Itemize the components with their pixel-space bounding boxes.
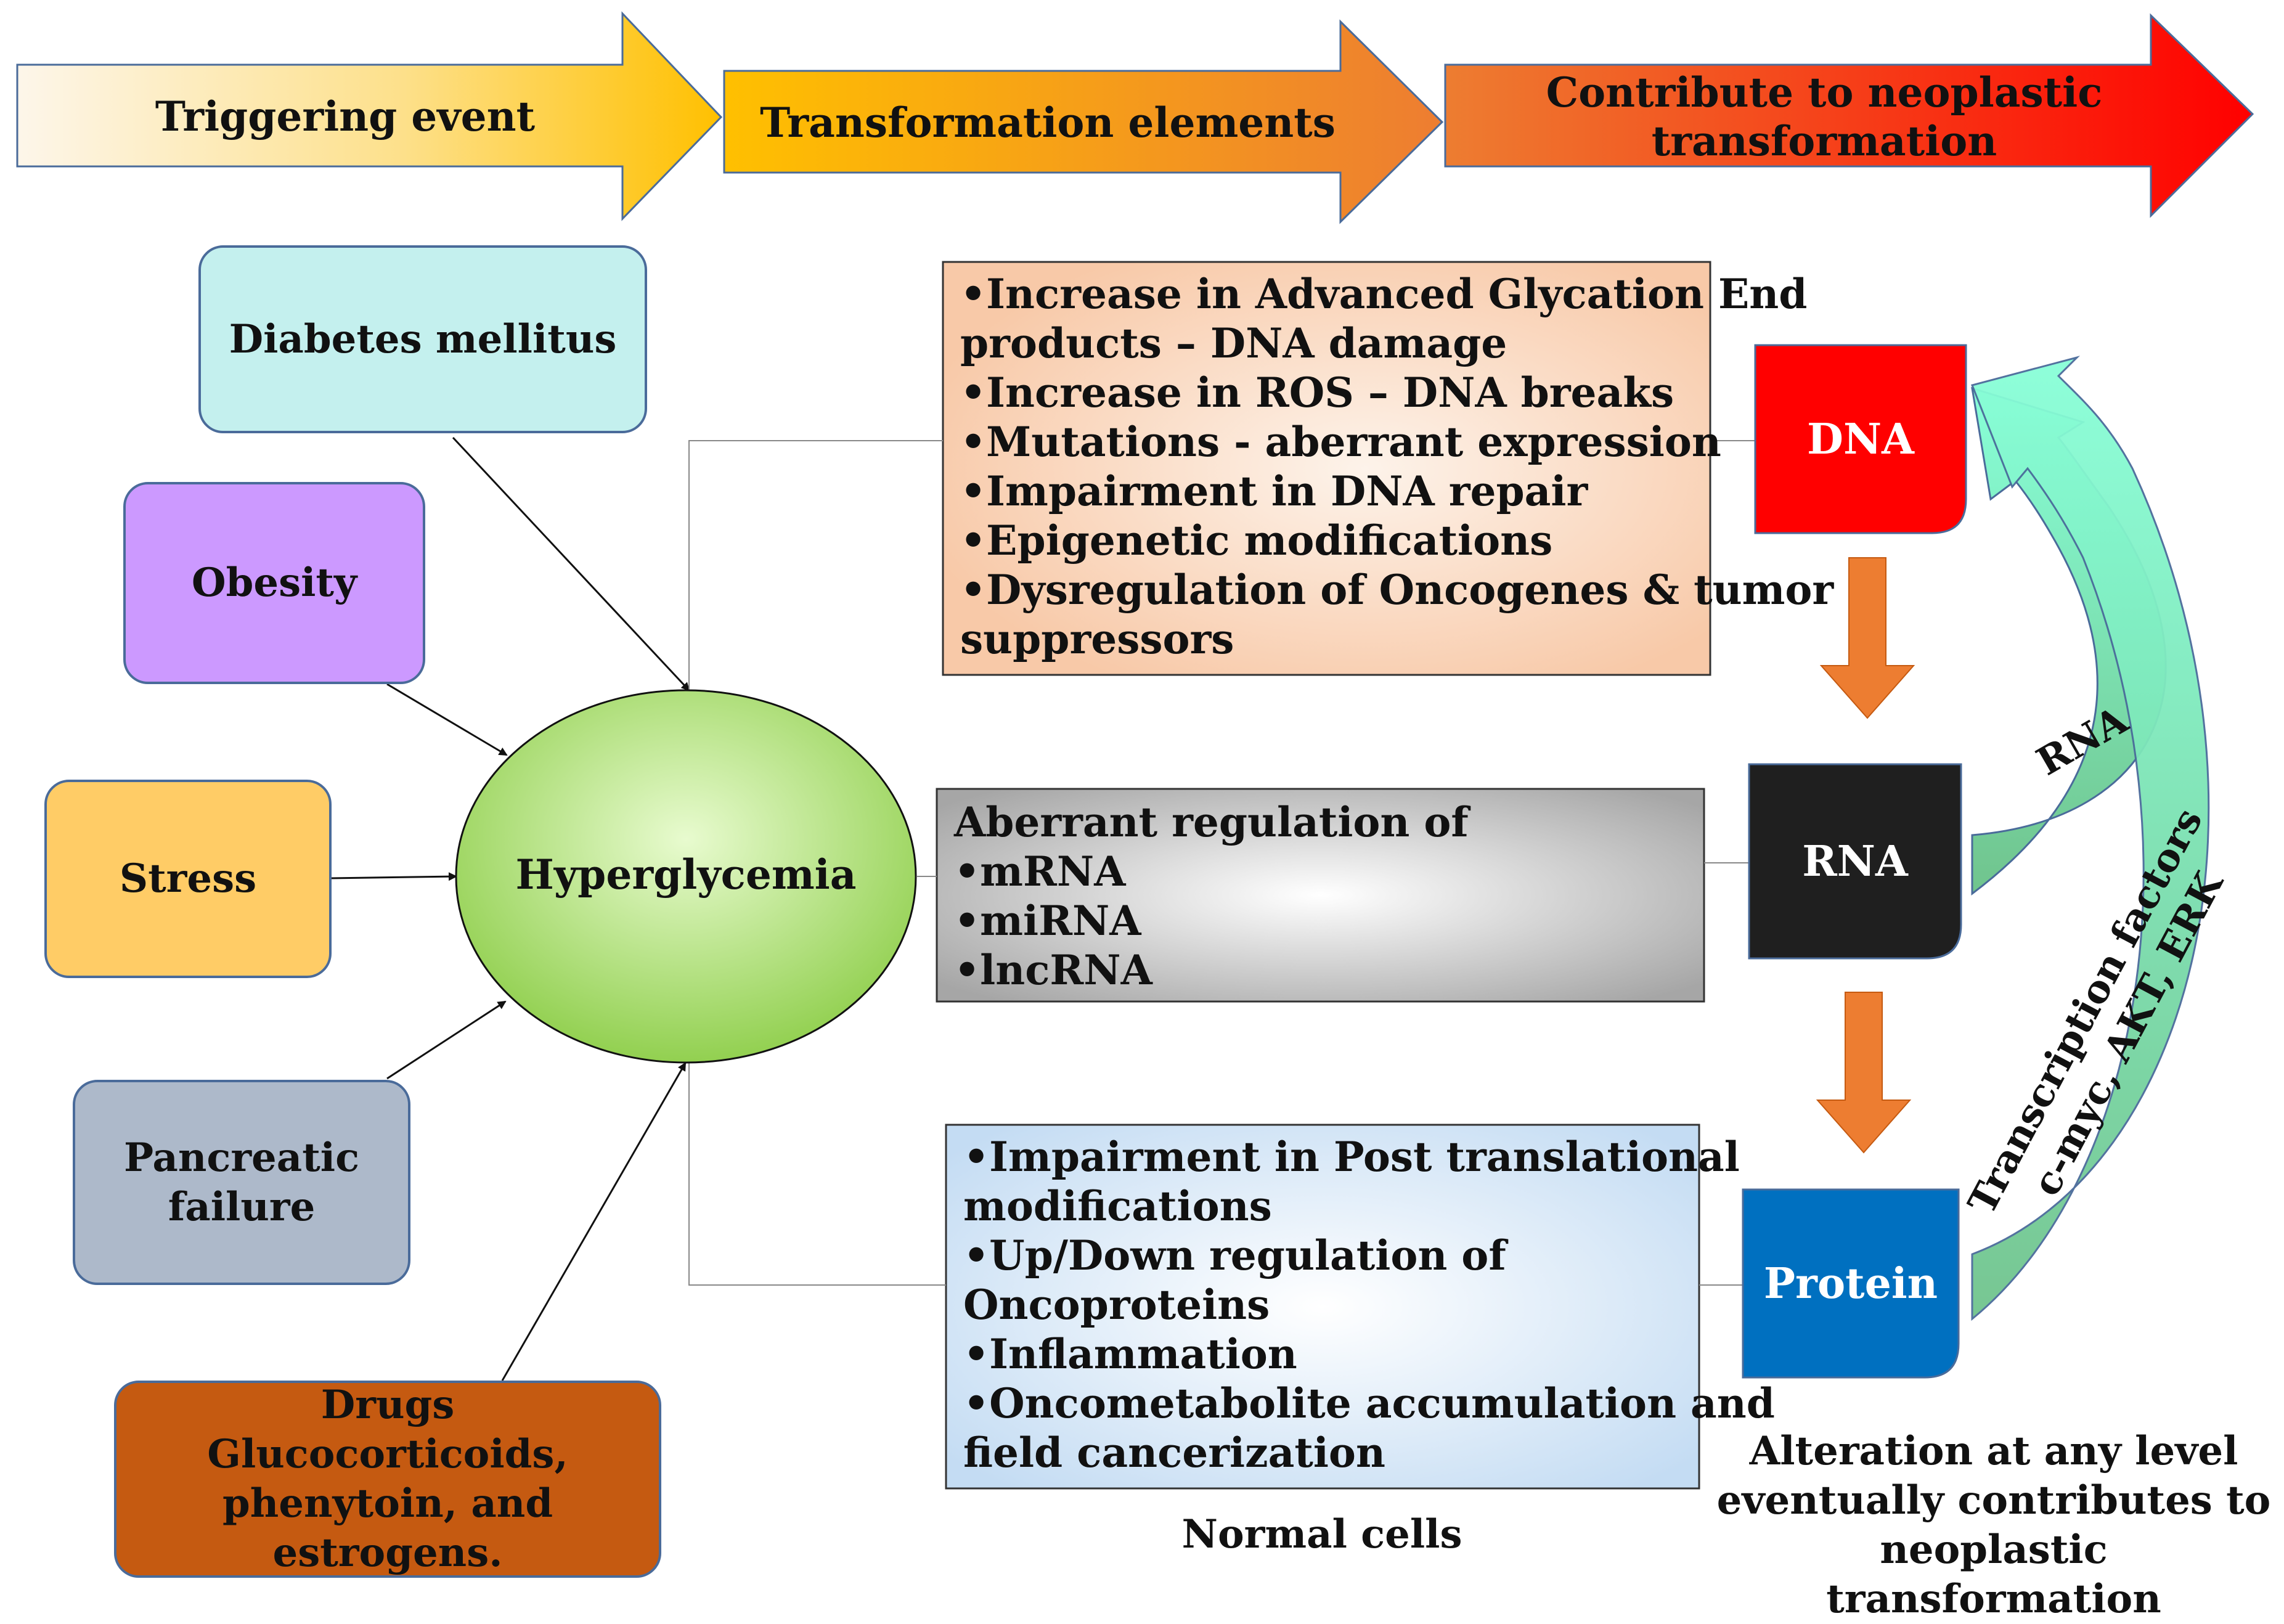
protein-effect-item: modifications: [963, 1182, 1272, 1230]
caption-normal-cells: Normal cells: [1181, 1511, 1462, 1557]
caption-alteration-line-2: eventually contributes to: [1716, 1477, 2271, 1524]
dna-effect-item: products – DNA damage: [960, 319, 1507, 367]
rna-effect-item: •miRNA: [954, 897, 1141, 945]
protein-effect-item: •Impairment in Post translational: [963, 1133, 1740, 1181]
dna-effects-box-bg: [942, 261, 1711, 676]
rna-effect-item: •lncRNA: [954, 946, 1152, 994]
trigger-stress: Stress: [44, 780, 332, 978]
header-arrow-1: [16, 11, 723, 221]
rna-effect-item: •mRNA: [954, 847, 1126, 896]
arrow-pancreatic: [386, 1000, 507, 1080]
dna-shape: [1754, 344, 1967, 534]
connector-dna-box: [688, 440, 943, 690]
header-step-3-line-1: Contribute to neoplastic: [1546, 68, 2103, 116]
trigger-obesity: Obesity: [123, 482, 425, 684]
header-step-2: Transformation elements: [760, 99, 1336, 147]
rna-effects-box-bg: [936, 788, 1705, 1003]
protein-effect-item: field cancerization: [963, 1429, 1385, 1477]
dna-effect-item: •Mutations - aberrant expression: [960, 418, 1721, 466]
hyperglycemia-label: Hyperglycemia: [515, 851, 857, 899]
header-step-3-line-2: transformation: [1651, 117, 1997, 165]
trigger-drugs: Drugs Glucocorticoids, phenytoin, and es…: [114, 1381, 661, 1578]
rna-effects-list: Aberrant regulation of •mRNA •miRNA •lnc…: [937, 789, 1704, 1002]
trigger-diabetes: Diabetes mellitus: [198, 245, 647, 433]
curve-arrow-protein-to-dna: [1970, 356, 2210, 1321]
rna-shape: [1748, 763, 1962, 960]
arrow-stress: [329, 872, 457, 881]
arrow-drugs: [501, 1062, 687, 1381]
protein-effect-item: •Inflammation: [963, 1330, 1297, 1378]
caption-alteration: Alteration at any level eventually contr…: [1710, 1427, 2277, 1622]
protein-shape: [1742, 1188, 1960, 1379]
header-arrow-3: [1444, 13, 2254, 218]
connector-protein-box: [688, 1063, 946, 1286]
protein-effect-item: •Up/Down regulation of: [963, 1231, 1506, 1279]
protein-effects-box-bg: [945, 1124, 1700, 1490]
trigger-drugs-line-1: Drugs: [320, 1382, 455, 1428]
trigger-pancreatic-line-1: Pancreatic: [123, 1134, 360, 1181]
rna-effect-item: Aberrant regulation of: [954, 798, 1469, 846]
dna-effects-list: •Increase in Advanced Glycation End prod…: [943, 262, 1834, 675]
header-step-3: Contribute to neoplastic transformation: [1461, 65, 2188, 169]
dna-effect-item: •Epigenetic modifications: [960, 516, 1553, 565]
dna-effect-item: •Increase in Advanced Glycation End: [960, 270, 1808, 318]
protein-label: Protein: [1763, 1259, 1938, 1308]
trigger-drugs-line-3: phenytoin, and estrogens.: [222, 1480, 553, 1576]
dna-effect-item: •Dysregulation of Oncogenes & tumor: [960, 566, 1834, 614]
dna-effect-item: •Increase in ROS – DNA breaks: [960, 369, 1674, 417]
caption-alteration-line-3: neoplastic transformation: [1826, 1527, 2161, 1622]
trigger-pancreatic-line-2: failure: [168, 1183, 316, 1230]
dna-effect-item: •Impairment in DNA repair: [960, 467, 1588, 515]
dna-label: DNA: [1807, 414, 1914, 464]
rna-label: RNA: [1802, 836, 1908, 886]
down-arrow-rna-protein: [1816, 992, 1912, 1154]
arrow-obesity: [386, 683, 508, 756]
dna-effect-item: suppressors: [960, 615, 1234, 663]
header-step-1: Triggering event: [155, 92, 536, 141]
down-arrow-dna-rna: [1819, 557, 1915, 719]
protein-effect-item: •Oncometabolite accumulation and: [963, 1379, 1775, 1427]
hyperglycemia-ellipse: [455, 689, 917, 1064]
protein-effect-item: Oncoproteins: [963, 1281, 1270, 1329]
trigger-drugs-line-2: Glucocorticoids,: [207, 1431, 568, 1477]
arrow-diabetes: [452, 436, 690, 692]
caption-alteration-line-1: Alteration at any level: [1749, 1428, 2238, 1474]
header-arrow-2: [723, 19, 1444, 224]
protein-effects-list: •Impairment in Post translational modifi…: [946, 1125, 1775, 1488]
trigger-pancreatic: Pancreatic failure: [73, 1080, 410, 1285]
